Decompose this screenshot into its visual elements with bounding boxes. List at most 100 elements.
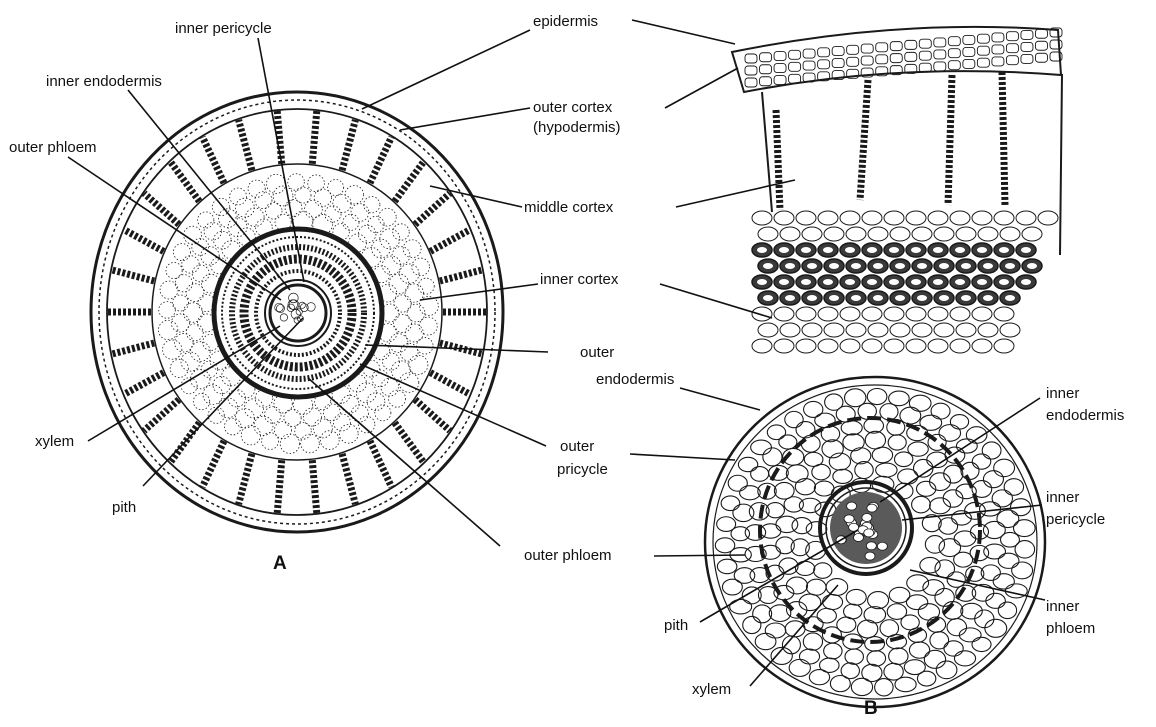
b-stele-cell [789,659,810,676]
b-stele-cell [917,671,935,686]
b-stele-cell [992,490,1012,507]
b-epidermis-cell [745,78,757,87]
b-stele-cell [944,641,963,656]
b-epidermis-cell [745,66,757,75]
b-sclerenchyma-lumen [785,263,795,269]
a-cortex-partition-wall [277,460,281,513]
label-pith-a: pith [112,499,136,516]
b-outer-cortex-wall-left [762,92,772,212]
a-inner-cortex-cell [351,204,369,222]
b-stele-cell [733,504,754,521]
panel-letter-b: B [864,698,878,719]
a-inner-cortex-cell [241,426,260,445]
b-inner-cortex-cell [846,323,866,337]
b-stele-cell [931,403,950,419]
b-epidermis-cell [861,56,873,65]
b-sclerenchyma-lumen [845,247,855,253]
a-inner-cortex-cell [183,303,203,323]
a-inner-cortex-cell [301,434,320,453]
b-inner-cortex-cell [890,323,910,337]
b-middle-cortex-wall-3 [1002,72,1005,205]
a-cortex-partition-wall [415,400,450,431]
b-sclerenchyma-lumen [889,279,899,285]
label-middle-cortex: middle cortex [524,199,614,216]
b-sclerenchyma-lumen [829,263,839,269]
label-outer-pricycle-1: outer [560,438,594,455]
a-inner-cortex-cell [255,192,272,209]
b-inner-cortex-cell [774,211,794,225]
leader-outer-cortex-a [400,108,530,130]
a-inner-cortex-cell [368,216,384,232]
a-inner-cortex-cell [303,408,321,426]
a-inner-cortex-cell [218,209,237,228]
b-inner-cortex-cell [972,339,992,353]
label-outer-endodermis-2: endodermis [596,371,674,388]
a-inner-cortex-cell [345,185,363,203]
b-stele-cell [776,516,798,532]
b-stele-cell [851,678,872,695]
b-epidermis-cell [948,49,960,58]
b-sclerenchyma-lumen [757,247,767,253]
b-sclerenchyma-lumen [1005,295,1015,301]
a-inner-cortex-cell [265,203,282,220]
b-stele-cell [912,496,931,513]
a-pith-cell [289,293,299,303]
b-inner-cortex-cell [796,307,816,321]
label-b-inner-pericycle-2: pericycle [1046,511,1105,528]
b-epidermis-cell [963,35,975,44]
a-inner-cortex-cell [181,352,200,371]
a-cortex-partition-wall [124,230,163,252]
b-sclerenchyma-lumen [779,247,789,253]
b-epidermis-cell [948,61,960,70]
b-inner-cortex-cell [934,323,954,337]
b-stele-cell [1004,479,1023,496]
b-sclerenchyma-lumen [895,295,905,301]
a-cortex-partition-wall [239,454,252,504]
b-stele-cell [972,637,991,651]
b-stele-cell [846,589,866,605]
b-inner-cortex-cell [994,307,1014,321]
b-core-cell [867,504,877,512]
b-stele-cell [715,538,734,553]
b-epidermis-cell [1035,29,1047,38]
a-inner-cortex-cell [389,334,408,353]
b-sclerenchyma-lumen [917,263,927,269]
b-sclerenchyma-lumen [785,295,795,301]
b-core-cell [865,552,875,560]
b-stele-cell [728,475,747,491]
b-sclerenchyma-lumen [889,247,899,253]
labels: inner pericycle inner endodermis outer p… [9,13,1124,719]
b-stele-cell [751,467,769,482]
a-inner-cortex-cell [273,186,293,206]
b-stele-cell [806,579,826,595]
b-inner-cortex-cell [956,227,976,241]
b-inner-cortex-cell [862,211,882,225]
b-sclerenchyma-lumen [851,263,861,269]
b-inner-cortex-cell [862,307,882,321]
a-inner-cortex-cell [186,284,204,302]
b-stele-cell [924,650,945,668]
b-stele-cell [972,454,991,469]
b-epidermis-cell [789,50,801,59]
b-epidermis-cell [803,61,815,70]
a-inner-cortex-cell [235,409,254,428]
b-inner-cortex-cell [1022,227,1042,241]
a-inner-cortex-cell [158,320,177,339]
b-stele-cell [792,518,812,534]
label-b-inner-pericycle-1: inner [1046,489,1079,506]
a-inner-cortex-cell [393,224,409,240]
b-sclerenchyma-lumen [801,279,811,285]
b-sclerenchyma-lumen [895,263,905,269]
b-sclerenchyma-lumen [867,247,877,253]
b-stele-cell [888,435,906,450]
a-inner-cortex-cell [313,419,332,438]
b-epidermis-cell [774,52,786,61]
b-inner-cortex-cell [994,339,1014,353]
b-stele-cell [722,579,742,595]
b-stele-cell [806,522,827,537]
b-inner-cortex-cell [994,211,1014,225]
b-inner-cortex-cell [818,211,838,225]
b-sclerenchyma-lumen [807,263,817,269]
b-inner-cortex-cell [906,339,926,353]
b-epidermis-cell [1006,32,1018,41]
